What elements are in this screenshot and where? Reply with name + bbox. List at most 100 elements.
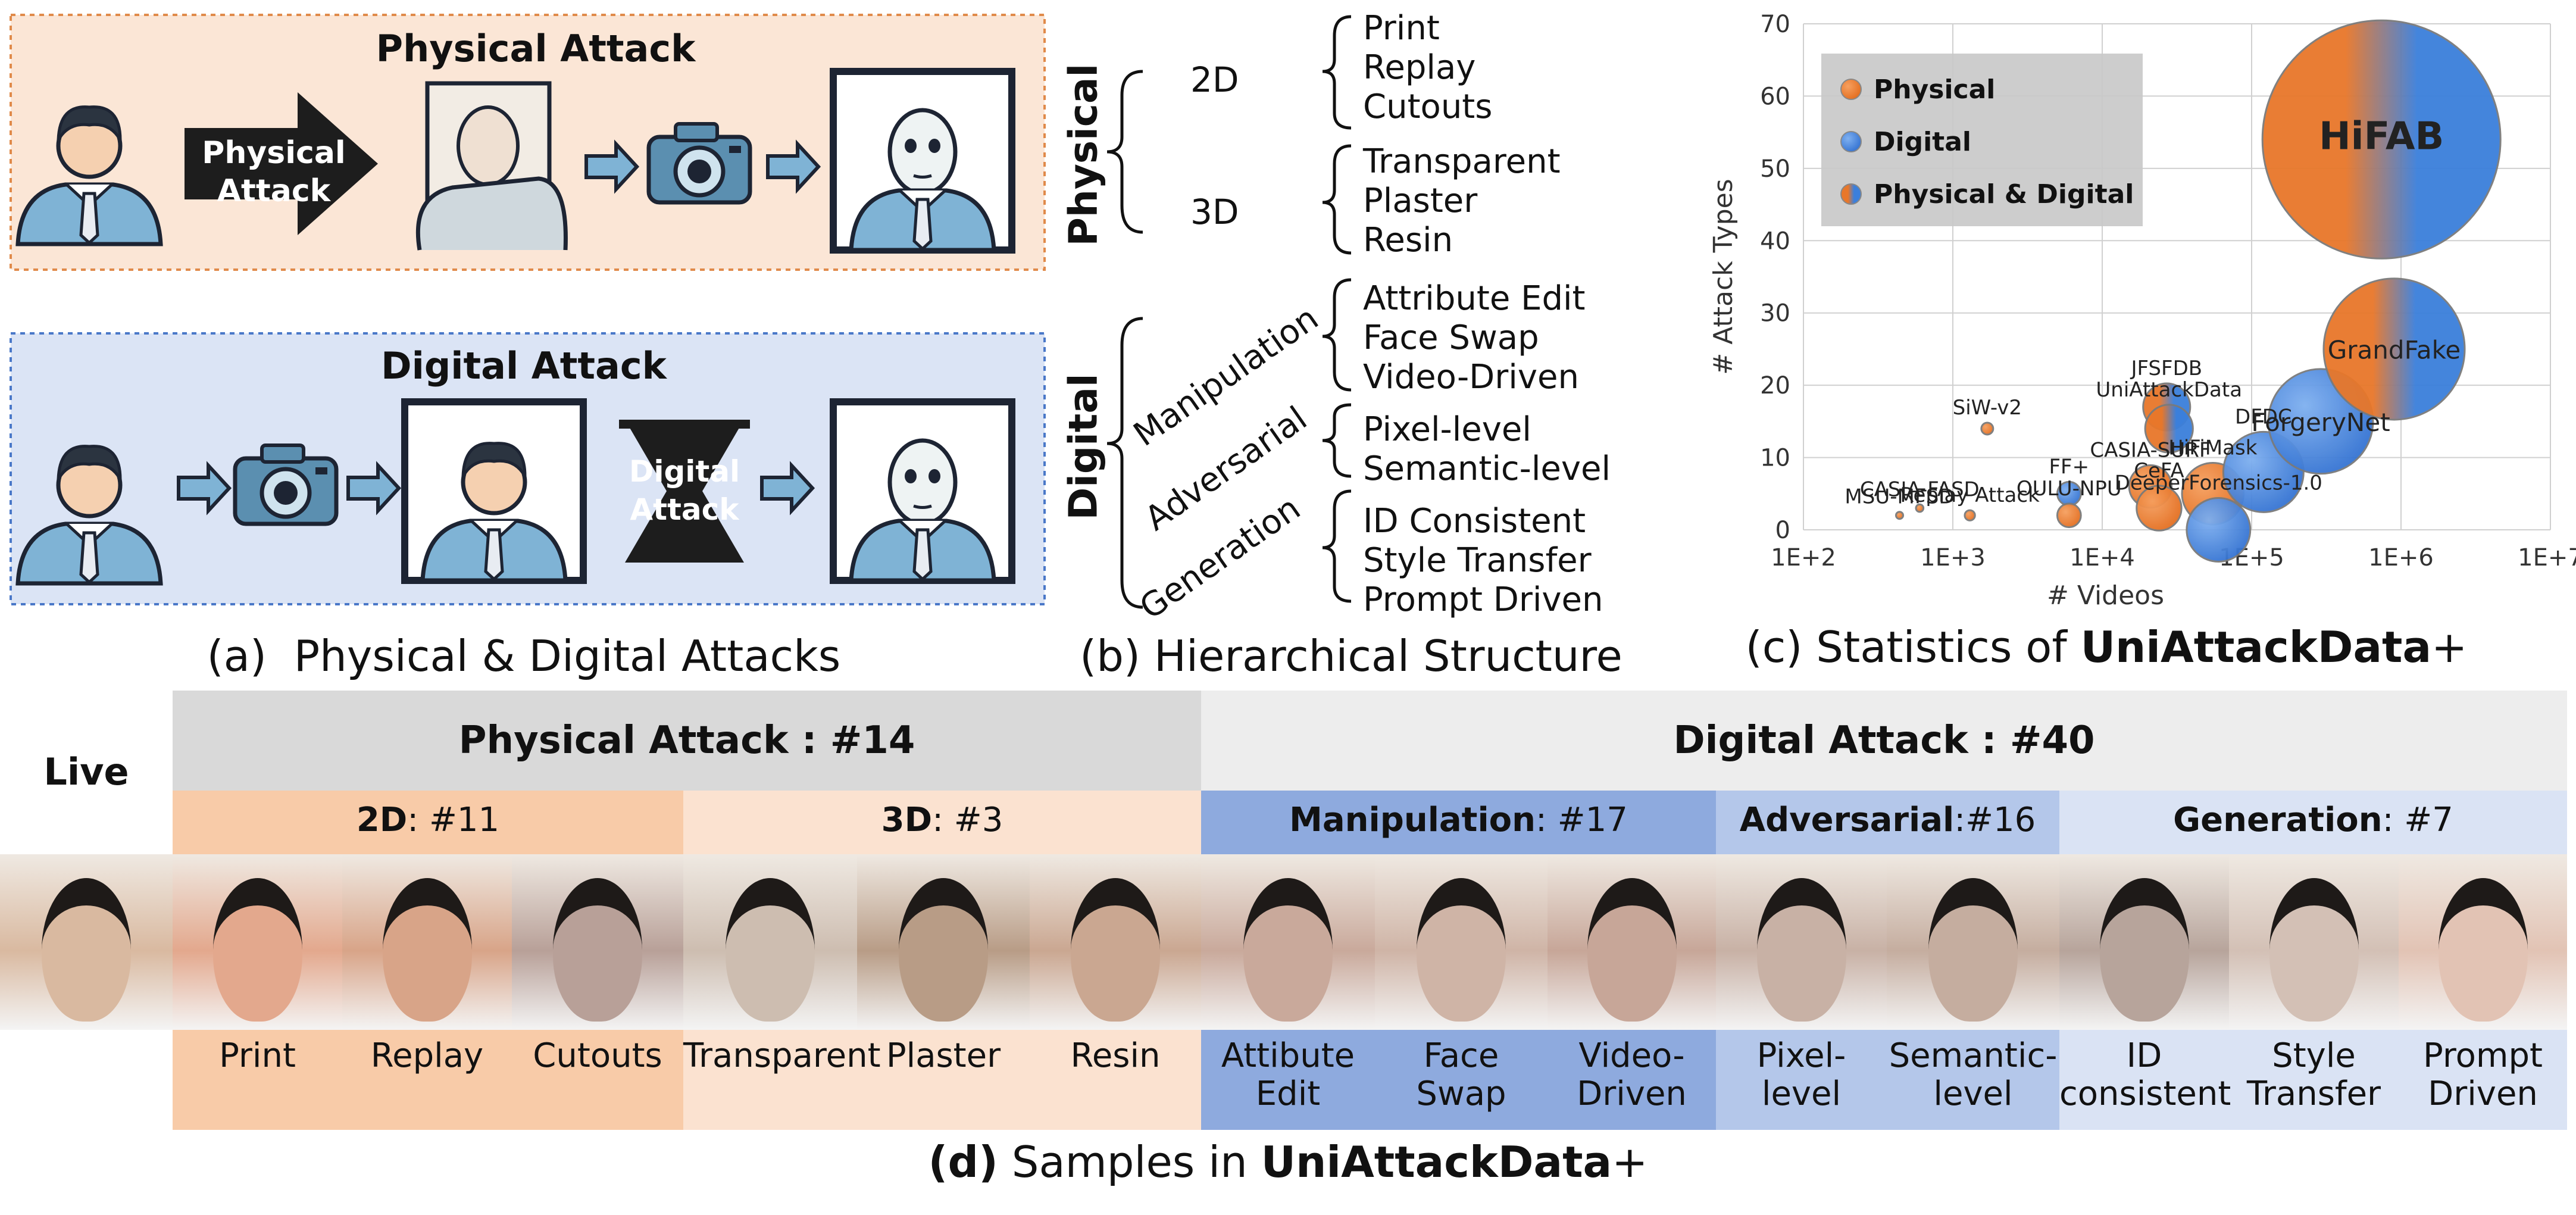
leaf-face-swap: Face Swap (1363, 318, 1539, 357)
face-shape (1928, 878, 2018, 1022)
sample-label: Semantic- level (1889, 1036, 2058, 1113)
caption-d-bold: UniAttackData (1261, 1137, 1612, 1187)
data-point (1964, 509, 1976, 521)
sample-label: Transparent (683, 1036, 881, 1075)
digital-attack-title: Digital Attack (381, 344, 667, 388)
attack-sample-image (1548, 854, 1716, 1030)
leaf-transparent: Transparent (1363, 142, 1561, 181)
live-sample-image (0, 854, 173, 1030)
data-label: FF+ (2049, 455, 2090, 479)
data-point (2322, 277, 2466, 421)
y-tick-label: 40 (1760, 227, 1790, 255)
data-point (1980, 421, 1994, 436)
caption-b: (b) Hierarchical Structure (1080, 631, 1622, 681)
data-label: OULU-NPU (2017, 477, 2122, 501)
face-shape (1756, 878, 1846, 1022)
x-tick-label: 1E+3 (1920, 544, 1986, 571)
sample-label: Cutouts (533, 1036, 662, 1075)
data-label: GrandFake (2328, 335, 2461, 364)
attack-sample-image (1887, 854, 2059, 1030)
attack-sample-image (857, 854, 1030, 1030)
data-label: Replay Attack (1900, 483, 2040, 507)
face-shape (212, 878, 302, 1022)
attack-sample-image (2059, 854, 2229, 1030)
y-axis-label: # Attack Types (1708, 179, 1739, 374)
subgroup-generation-rest: : #7 (2382, 801, 2453, 839)
face-shape (726, 878, 815, 1022)
face-shape (2269, 878, 2359, 1022)
subgroup-2d-bold: 2D (356, 801, 408, 839)
sample-label: Print (219, 1036, 296, 1075)
physical-header: Physical Attack : #14 (173, 691, 1201, 791)
panel-d: Live Physical Attack : #14 Digital Attac… (0, 691, 2576, 1215)
attack-sample-image (1030, 854, 1201, 1030)
leaf-print: Print (1363, 9, 1440, 48)
legend-box (1821, 54, 2143, 226)
face-shape (1587, 878, 1677, 1022)
caption-c-suffix: + (2431, 622, 2468, 672)
sample-label: ID consistent (2059, 1036, 2231, 1113)
group-3d: 3D (1190, 192, 1239, 232)
band-generation (2059, 1030, 2567, 1130)
attack-sample-image (2229, 854, 2399, 1030)
attack-sample-image (2399, 854, 2567, 1030)
subgroup-generation-bold: Generation (2173, 801, 2383, 839)
caption-c: (c) Statistics of UniAttackData+ (1637, 622, 2576, 672)
physical-arrow-icon (185, 92, 378, 235)
digital-group-label: Digital (1060, 373, 1106, 520)
leaf-attribute-edit: Attribute Edit (1363, 279, 1586, 318)
leaf-semantic-level: Semantic-level (1363, 449, 1611, 488)
legend-label: Physical & Digital (1874, 179, 2134, 210)
y-tick-label: 20 (1760, 372, 1790, 399)
subgroup-2d-rest: : #11 (407, 801, 500, 839)
y-tick-label: 50 (1760, 155, 1790, 183)
digital-attack-icon (625, 420, 744, 563)
data-point (1915, 503, 1925, 513)
data-label: UniAttackData (2096, 378, 2242, 402)
x-tick-label: 1E+4 (2069, 544, 2135, 571)
band-3d (683, 1030, 1201, 1130)
panel-a: Physical Attack Physical Attack Digital … (0, 0, 1065, 691)
subgroup-adversarial-bold: Adversarial (1739, 801, 1955, 839)
attack-sample-image (1201, 854, 1375, 1030)
leaf-cutouts: Cutouts (1363, 88, 1493, 126)
x-axis-label: # Videos (2047, 580, 2164, 611)
legend-marker (1840, 131, 1862, 152)
physical-group-label: Physical (1060, 63, 1106, 246)
subgroup-manipulation-rest: : #17 (1535, 801, 1628, 839)
x-tick-label: 1E+7 (2518, 544, 2576, 571)
camera-icon (649, 124, 750, 202)
group-2d: 2D (1190, 60, 1239, 100)
sample-label: Replay (370, 1036, 484, 1075)
face-shape (899, 878, 988, 1022)
attack-sample-image (173, 854, 342, 1030)
data-label: MSU-MFSD (1845, 485, 1954, 509)
leaf-plaster: Plaster (1363, 182, 1478, 220)
digital-box-label-line1: Digital (629, 454, 740, 489)
band-adversarial (1716, 1030, 2059, 1130)
physical-arrow-label-line1: Physical (202, 135, 346, 171)
sample-label: Video- Driven (1577, 1036, 1687, 1113)
caption-d-middle: Samples in (998, 1137, 1261, 1187)
legend-marker (1840, 183, 1862, 205)
leaf-resin: Resin (1363, 221, 1453, 260)
camera-icon (235, 445, 336, 524)
data-label: SiW-v2 (1953, 396, 2022, 420)
data-label: ForgeryNet (2251, 408, 2390, 437)
band-2d (173, 1030, 683, 1130)
caption-c-bold: UniAttackData (2080, 622, 2432, 672)
face-shape (1071, 878, 1160, 1022)
attack-sample-image (342, 854, 512, 1030)
attack-sample-image (1375, 854, 1548, 1030)
live-label: Live (43, 750, 129, 794)
data-point (2144, 404, 2194, 454)
leaf-pixel-level: Pixel-level (1363, 410, 1531, 449)
leaf-id-consistent: ID Consistent (1363, 502, 1586, 541)
data-label: HiFiMask (2168, 436, 2257, 460)
face-shape (2099, 878, 2189, 1022)
sample-label: Face Swap (1416, 1036, 1506, 1113)
sample-label: Plaster (886, 1036, 1001, 1075)
legend-label: Digital (1874, 127, 1971, 157)
